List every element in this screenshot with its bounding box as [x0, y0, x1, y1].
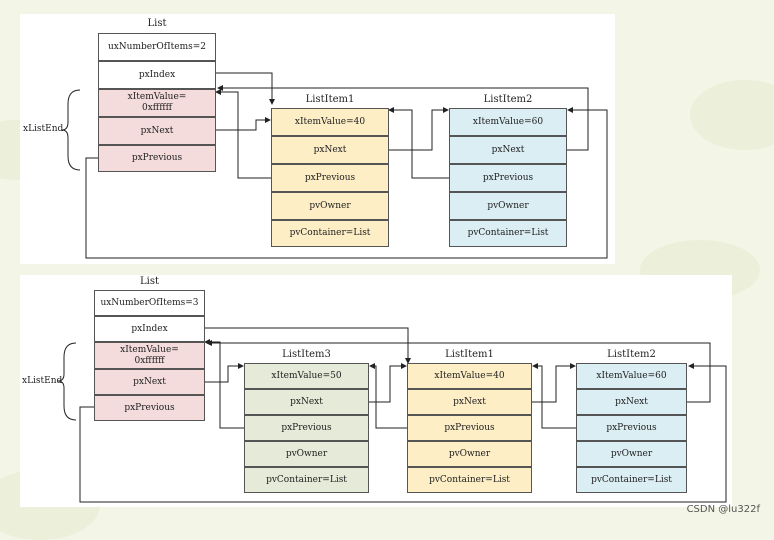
list-pxindex-cell: pxIndex	[98, 61, 216, 89]
item-pvcontainer-cell: pvContainer=List	[271, 220, 389, 247]
list-pxindex-cell: pxIndex	[94, 316, 205, 342]
list-item-title: ListItem1	[445, 349, 494, 360]
background-leaf	[690, 80, 774, 150]
list-uxnumberofitems-cell: uxNumberOfItems=2	[98, 33, 216, 61]
list-item-title: ListItem2	[607, 349, 656, 360]
item-pvcontainer-cell: pvContainer=List	[576, 467, 687, 493]
item-pxprevious-cell: pxPrevious	[449, 164, 567, 192]
connector-arrows	[79, 72, 727, 503]
item-pxprevious-cell: pxPrevious	[576, 415, 687, 441]
item-pxnext-cell: pxNext	[271, 136, 389, 164]
list-end-pxprevious-cell: pxPrevious	[98, 145, 216, 172]
list-end-itemvalue-cell: xItemValue= 0xffffff	[98, 89, 216, 117]
list-item-title: ListItem2	[483, 94, 533, 105]
item-pvowner-cell: pvOwner	[271, 192, 389, 220]
list-title: List	[140, 276, 159, 287]
item-pxnext-cell: pxNext	[244, 389, 369, 415]
xlistend-label: xListEnd	[22, 376, 63, 386]
xlistend-brace	[61, 89, 81, 171]
item-xitemvalue-cell: xItemValue=60	[449, 108, 567, 136]
xlistend-label: xListEnd	[23, 124, 64, 134]
item-pvowner-cell: pvOwner	[244, 441, 369, 467]
item-pxprevious-cell: pxPrevious	[244, 415, 369, 441]
item-pxprevious-cell: pxPrevious	[271, 164, 389, 192]
list-item-title: ListItem3	[282, 349, 331, 360]
item-pxprevious-cell: pxPrevious	[407, 415, 532, 441]
item-pvowner-cell: pvOwner	[407, 441, 532, 467]
item-pvcontainer-cell: pvContainer=List	[407, 467, 532, 493]
xlistend-brace	[57, 342, 77, 421]
item-xitemvalue-cell: xItemValue=60	[576, 363, 687, 389]
item-pvcontainer-cell: pvContainer=List	[449, 220, 567, 247]
item-xitemvalue-cell: xItemValue=40	[271, 108, 389, 136]
item-pxnext-cell: pxNext	[449, 136, 567, 164]
item-pvowner-cell: pvOwner	[576, 441, 687, 467]
item-xitemvalue-cell: xItemValue=40	[407, 363, 532, 389]
item-pvcontainer-cell: pvContainer=List	[244, 467, 369, 493]
item-pxnext-cell: pxNext	[576, 389, 687, 415]
item-pxnext-cell: pxNext	[407, 389, 532, 415]
list-uxnumberofitems-cell: uxNumberOfItems=3	[94, 290, 205, 316]
item-xitemvalue-cell: xItemValue=50	[244, 363, 369, 389]
list-title: List	[147, 18, 167, 29]
list-end-pxprevious-cell: pxPrevious	[94, 395, 205, 421]
item-pvowner-cell: pvOwner	[449, 192, 567, 220]
list-item-title: ListItem1	[305, 94, 355, 105]
list-end-pxnext-cell: pxNext	[98, 117, 216, 145]
list-end-pxnext-cell: pxNext	[94, 369, 205, 395]
list-end-itemvalue-cell: xItemValue= 0xffffff	[94, 342, 205, 369]
watermark: CSDN @lu322f	[686, 504, 760, 515]
